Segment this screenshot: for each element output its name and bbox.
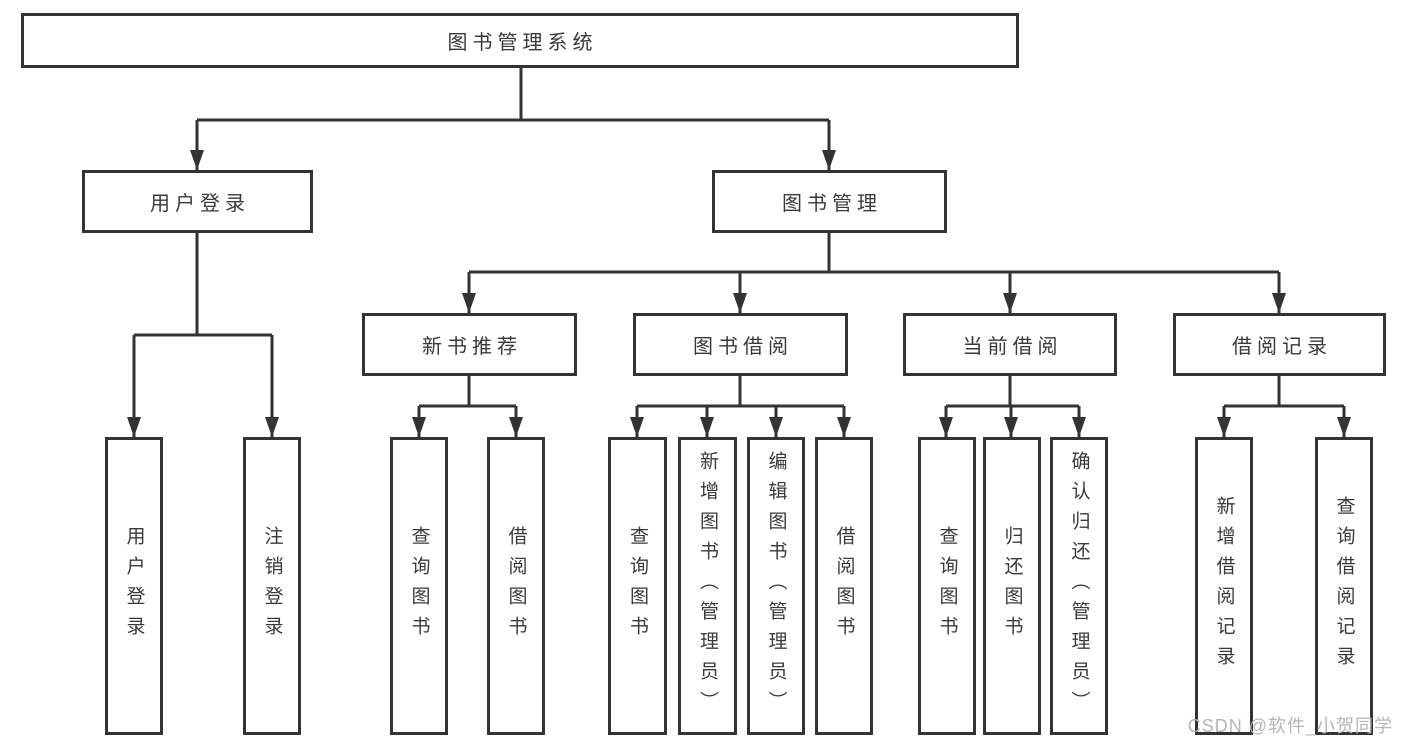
node-new-book-recommend: 新书推荐 xyxy=(362,313,577,376)
node-root-label: 图书管理系统 xyxy=(447,32,598,54)
leaf-add-book-admin-label: 新增图书（管理员） xyxy=(697,451,718,721)
node-current-borrow-label: 当前借阅 xyxy=(962,336,1063,358)
node-current-borrow: 当前借阅 xyxy=(903,313,1117,376)
node-book-borrow-label: 图书借阅 xyxy=(693,336,793,358)
leaf-query-book-borrow-label: 查询图书 xyxy=(627,526,648,646)
leaf-borrow-book-label: 借阅图书 xyxy=(833,526,855,646)
csdn-watermark: CSDN @软件_小贺同学 xyxy=(1187,716,1393,736)
leaf-logout-login-label: 注销登录 xyxy=(261,526,283,646)
leaf-add-borrow-record-label: 新增借阅记录 xyxy=(1213,496,1235,676)
node-book-management: 图书管理 xyxy=(712,170,947,233)
leaf-query-book-current-label: 查询图书 xyxy=(936,526,958,646)
leaf-query-book-current: 查询图书 xyxy=(918,437,976,735)
node-borrow-record-label: 借阅记录 xyxy=(1232,336,1332,358)
leaf-borrow-book-recommend: 借阅图书 xyxy=(487,437,545,735)
leaf-user-login-label: 用户登录 xyxy=(123,526,145,646)
leaf-user-login: 用户登录 xyxy=(105,437,163,735)
node-user-login-label: 用户登录 xyxy=(150,193,250,215)
leaf-confirm-return-admin-label: 确认归还（管理员） xyxy=(1068,451,1090,721)
leaf-query-book-recommend-label: 查询图书 xyxy=(408,526,430,646)
leaf-edit-book-admin-label: 编辑图书（管理员） xyxy=(765,451,787,721)
leaf-query-borrow-record-label: 查询借阅记录 xyxy=(1333,496,1355,676)
leaf-return-book: 归还图书 xyxy=(983,437,1041,735)
leaf-confirm-return-admin: 确认归还（管理员） xyxy=(1050,437,1108,735)
leaf-return-book-label: 归还图书 xyxy=(1001,526,1023,646)
leaf-query-book-borrow: 查询图书 xyxy=(608,437,667,735)
node-user-login: 用户登录 xyxy=(82,170,313,233)
leaf-query-borrow-record: 查询借阅记录 xyxy=(1315,437,1373,735)
node-borrow-record: 借阅记录 xyxy=(1173,313,1386,376)
leaf-add-book-admin: 新增图书（管理员） xyxy=(678,437,737,735)
leaf-logout-login: 注销登录 xyxy=(243,437,301,735)
leaf-query-book-recommend: 查询图书 xyxy=(390,437,448,735)
leaf-borrow-book-recommend-label: 借阅图书 xyxy=(505,526,527,646)
node-book-borrow: 图书借阅 xyxy=(633,313,848,376)
leaf-edit-book-admin: 编辑图书（管理员） xyxy=(747,437,805,735)
tree-edges xyxy=(134,68,1344,408)
node-root-library-system: 图书管理系统 xyxy=(21,13,1019,68)
leaf-borrow-book: 借阅图书 xyxy=(815,437,873,735)
leaf-add-borrow-record: 新增借阅记录 xyxy=(1195,437,1253,735)
node-book-management-label: 图书管理 xyxy=(782,193,882,215)
node-new-book-recommend-label: 新书推荐 xyxy=(422,336,522,358)
